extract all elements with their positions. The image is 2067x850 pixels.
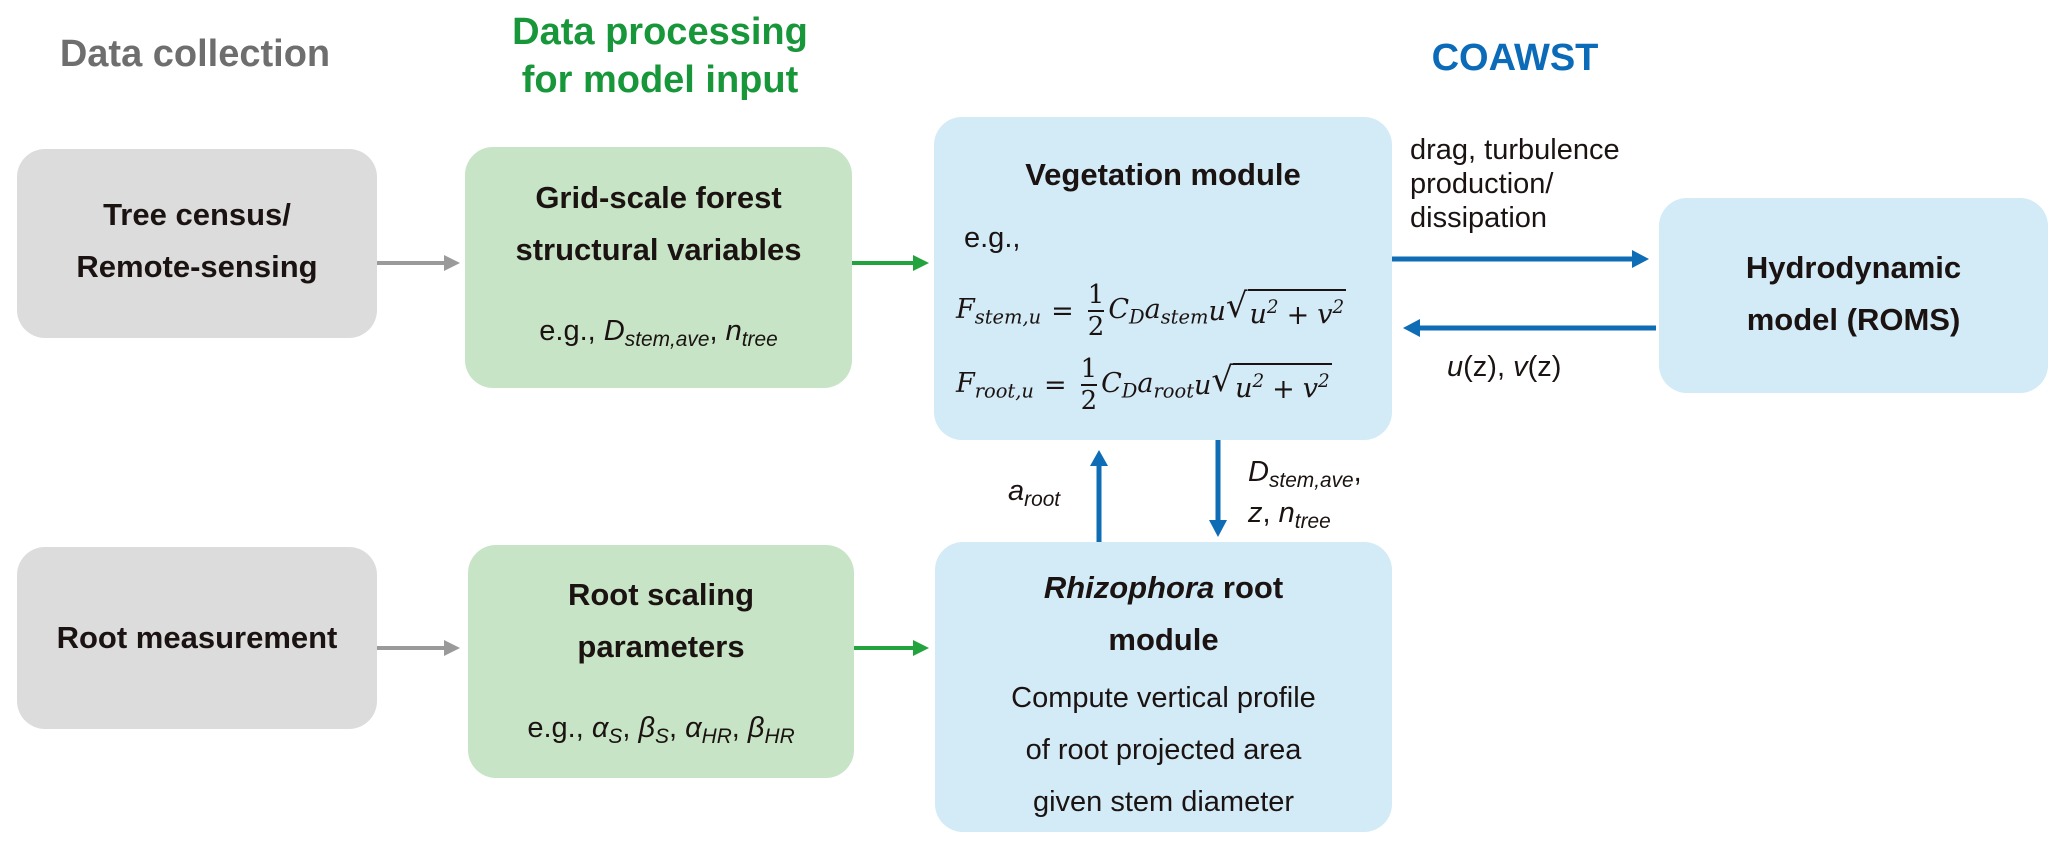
label-d-stem-ave: Dstem,ave, [1248, 456, 1362, 492]
eq-u: u [1208, 295, 1226, 327]
node-tree-census[interactable]: Tree census/ Remote-sensing [17, 149, 377, 338]
eq-lhs: Froot,u [956, 367, 1034, 403]
arrow-root-scaling-to-rhizophora [854, 640, 929, 656]
node-rhizophora-root-module[interactable]: Rhizophora root module Compute vertical … [935, 542, 1392, 832]
label-drag-line3: dissipation [1410, 202, 1548, 234]
label-drag-line1: drag, turbulence [1410, 134, 1620, 166]
var-n-tree: ntree [725, 315, 778, 351]
heading-data-processing: Data processing for model input [470, 8, 850, 104]
node-grid-scale-line1: Grid-scale forest [535, 180, 782, 215]
eq-frontal-area: aroot [1137, 367, 1195, 403]
var-d-stem-ave: Dstem,ave [603, 315, 710, 351]
label-drag-turbulence: drag, turbulence production/ dissipation [1410, 133, 1620, 235]
eq-sqrt: √u2+v2 [1225, 286, 1347, 331]
arrow-vegetation-to-hydrodynamic [1392, 250, 1649, 268]
arrow-root-measurement-to-root-scaling [377, 640, 460, 656]
heading-data-processing-line1: Data processing [512, 11, 808, 53]
node-grid-scale-line2: structural variables [515, 232, 802, 267]
eq-equals: = [1051, 295, 1074, 327]
node-tree-census-line2: Remote-sensing [76, 249, 318, 284]
label-a-root: aroot [1008, 475, 1061, 511]
node-root-scaling-line1: Root scaling [567, 577, 754, 612]
param-alpha-s: αS [591, 712, 623, 748]
node-rhizophora-title-line2: module [1108, 622, 1219, 657]
node-vegetation-example-prefix: e.g., [964, 222, 1021, 254]
param-beta-hr: βHR [747, 712, 795, 748]
eq-sqrt: √u2+v2 [1211, 360, 1332, 405]
node-rhizophora-desc1: Compute vertical profile [1011, 682, 1316, 714]
node-rhizophora-title: Rhizophora root [1043, 570, 1284, 605]
node-hydrodynamic-line1: Hydrodynamic [1745, 250, 1962, 285]
arrow-vegetation-to-rhizophora [1209, 440, 1227, 537]
label-drag-line2: production/ [1410, 168, 1554, 200]
node-hydrodynamic-model[interactable]: Hydrodynamic model (ROMS) [1659, 198, 2048, 393]
heading-data-collection: Data collection [59, 33, 331, 75]
node-root-scaling-parameters[interactable]: Root scaling parameters e.g., αS, βS, αH… [468, 545, 854, 778]
node-root-measurement-label: Root measurement [56, 620, 338, 655]
param-alpha-hr: αHR [685, 712, 732, 748]
eq-u: u [1194, 369, 1212, 401]
eq-frontal-area: astem [1144, 293, 1209, 329]
node-tree-census-line1: Tree census/ [103, 197, 291, 232]
node-grid-scale-variables[interactable]: Grid-scale forest structural variables e… [465, 147, 852, 388]
label-velocity-profile: u(z), v(z) [1447, 351, 1562, 383]
node-vegetation-title: Vegetation module [1025, 157, 1301, 192]
node-rhizophora-desc3: given stem diameter [1032, 786, 1295, 818]
label-stem-inputs: Dstem,ave, z, ntree [1248, 456, 1362, 538]
eq-equals: = [1043, 369, 1067, 401]
param-beta-s: βS [638, 712, 669, 748]
arrow-rhizophora-to-vegetation [1090, 450, 1108, 542]
eq-drag-coefficient: CD [1108, 293, 1145, 329]
eq-drag-coefficient: CD [1101, 367, 1138, 403]
heading-coawst: COAWST [1431, 37, 1599, 79]
node-grid-scale-example: e.g., Dstem,ave, ntree [539, 315, 778, 351]
arrow-tree-census-to-grid-scale [377, 255, 460, 271]
node-rhizophora-desc2: of root projected area [1025, 734, 1302, 766]
node-root-scaling-example: e.g., αS, βS, αHR, βHR [527, 712, 795, 748]
heading-data-processing-line2: for model input [521, 59, 799, 101]
arrow-grid-scale-to-vegetation [852, 255, 929, 271]
eq-lhs: Fstem,u [956, 293, 1042, 329]
example-prefix: e.g., [539, 315, 604, 347]
node-hydrodynamic-line2: model (ROMS) [1746, 302, 1961, 337]
node-root-scaling-line2: parameters [577, 629, 745, 664]
label-z-n-tree: z, ntree [1248, 496, 1331, 533]
arrow-hydrodynamic-to-vegetation [1403, 319, 1656, 337]
node-root-measurement[interactable]: Root measurement [17, 547, 377, 729]
